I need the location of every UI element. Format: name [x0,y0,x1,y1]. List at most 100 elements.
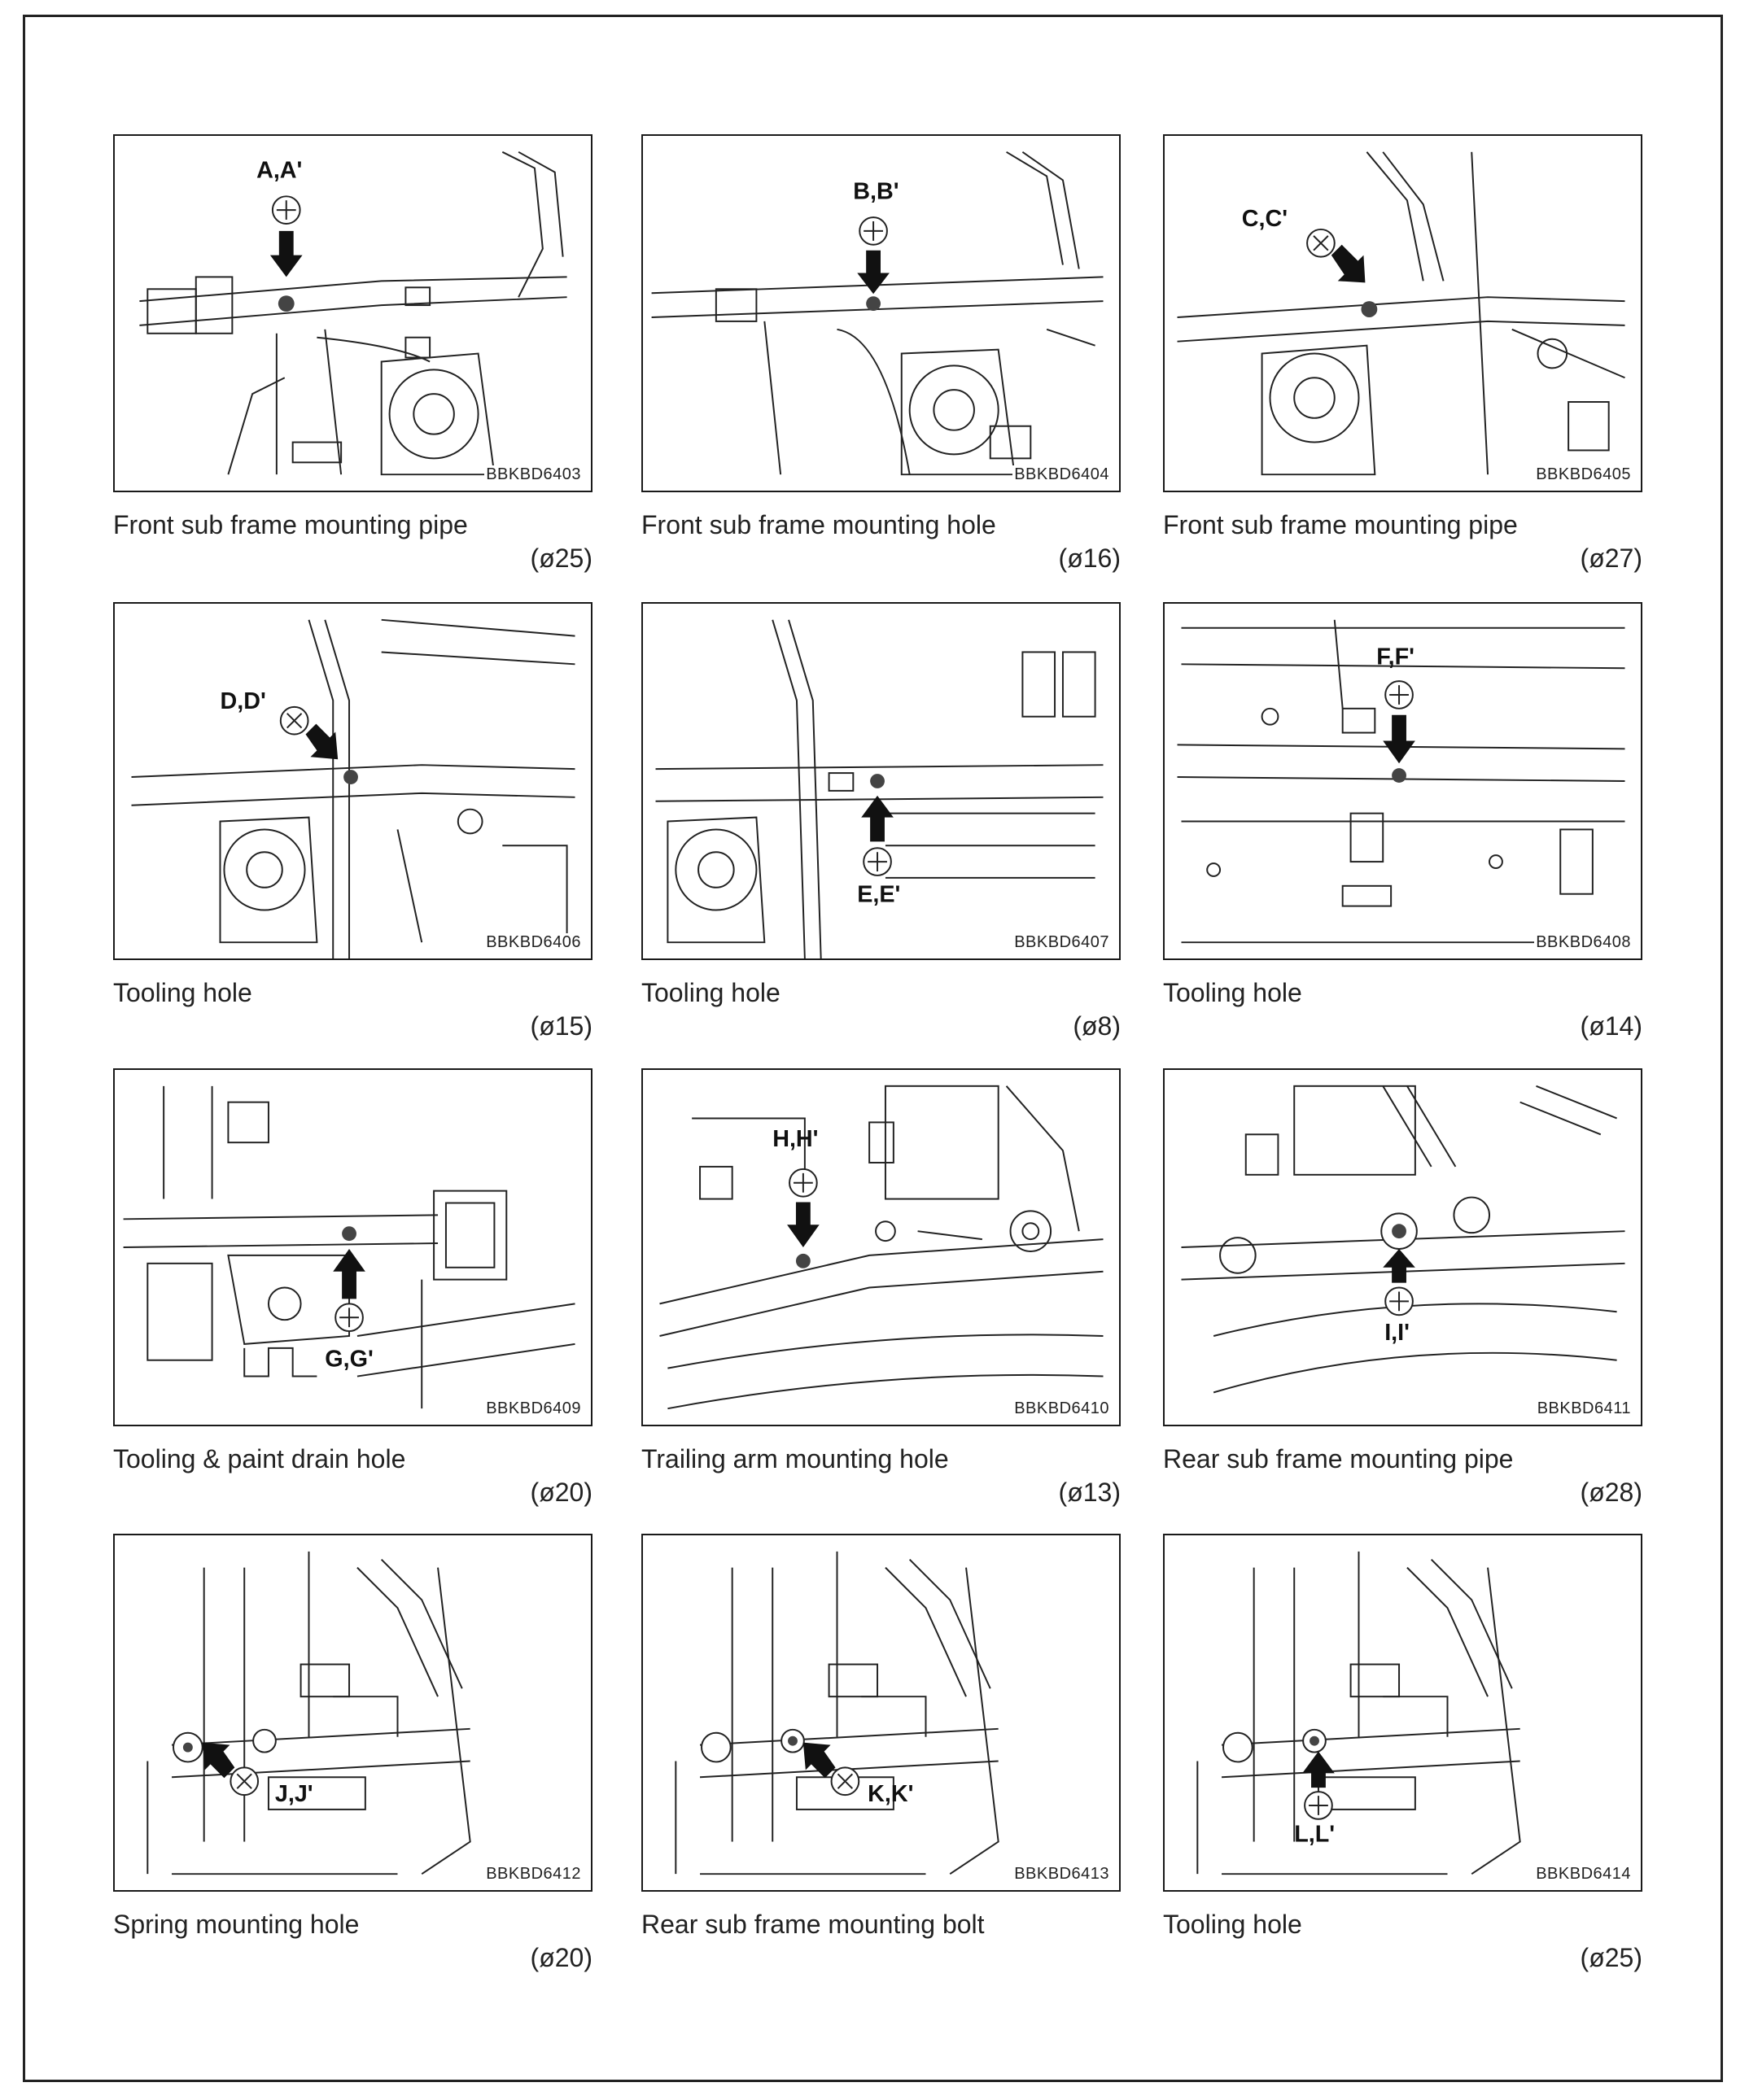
figure-frame: K,K' BBKBD6413 [641,1534,1121,1892]
figure-code: BBKBD6405 [1534,465,1633,484]
arrow-up-icon [1383,1248,1415,1283]
hole-diameter: (ø27) [1580,544,1642,573]
point-label: J,J' [275,1781,313,1807]
figure-description: Tooling hole [1163,978,1302,1007]
arrow-up-icon [1302,1751,1335,1788]
figure-frame: B,B' BBKBD6404 [641,134,1121,492]
figure-frame: A,A' BBKBD6403 [113,134,592,492]
locator-symbol-icon [334,1303,364,1333]
locator-symbol-icon [271,195,301,225]
locator-symbol-icon [789,1168,818,1198]
arrow-diagonal-icon [202,1742,235,1779]
figure-description: Spring mounting hole [113,1910,360,1939]
point-label: D,D' [220,688,265,714]
figure-description: Front sub frame mounting pipe [113,510,468,539]
figure-frame: L,L' BBKBD6414 [1163,1534,1642,1892]
figure-cell: B,B' BBKBD6404 Front sub frame mounting … [641,134,1130,590]
locator-symbol-icon [863,847,892,876]
figure-description: Trailing arm mounting hole [641,1444,949,1473]
figure-frame: G,G' BBKBD6409 [113,1068,592,1426]
point-label: G,G' [325,1347,374,1373]
arrow-diagonal-icon [802,1742,836,1779]
chassis-drawing: A,A' [139,151,567,476]
locator-symbol-icon [1384,1286,1414,1316]
arrow-down-icon [857,250,890,295]
arrow-up-icon [333,1248,365,1299]
figure-frame: I,I' BBKBD6411 [1163,1068,1642,1426]
hole-diameter: (ø25) [1580,1943,1642,1972]
point-label: L,L' [1294,1822,1335,1848]
figure-cell: G,G' BBKBD6409 Tooling & paint drain hol… [113,1068,601,1524]
point-label: B,B' [853,178,899,204]
locator-symbol-icon [859,216,888,246]
chassis-drawing: H,H' [659,1085,1104,1410]
figure-frame: D,D' BBKBD6406 [113,602,592,960]
chassis-drawing: I,I' [1181,1085,1625,1394]
figure-code: BBKBD6407 [1012,933,1111,952]
locator-symbol-icon [279,705,309,736]
point-label: H,H' [772,1126,818,1152]
figure-cell: F,F' BBKBD6408 Tooling hole (ø14) [1163,602,1651,1058]
figure-code: BBKBD6409 [484,1399,583,1418]
figure-code: BBKBD6403 [484,465,583,484]
figure-description: Tooling hole [641,978,780,1007]
arrow-diagonal-icon [1331,244,1366,283]
figure-description: Front sub frame mounting hole [641,510,996,539]
hole-diameter: (ø14) [1580,1011,1642,1041]
figure-code: BBKBD6412 [484,1865,583,1884]
arrow-diagonal-icon [305,723,339,760]
figure-frame: C,C' BBKBD6405 [1163,134,1642,492]
figure-description: Tooling hole [1163,1910,1302,1939]
figure-frame: F,F' BBKBD6408 [1163,602,1642,960]
figure-cell: L,L' BBKBD6414 Tooling hole (ø25) [1163,1534,1651,1989]
figure-description: Tooling & paint drain hole [113,1444,406,1473]
figure-cell: C,C' BBKBD6405 Front sub frame mounting … [1163,134,1651,590]
locator-symbol-icon [1306,228,1336,258]
chassis-drawing: J,J' [146,1551,471,1875]
chassis-drawing: K,K' [675,1551,999,1875]
figure-cell: A,A' BBKBD6403 Front sub frame mounting … [113,134,601,590]
figure-frame: H,H' BBKBD6410 [641,1068,1121,1426]
figure-code: BBKBD6408 [1534,933,1633,952]
figure-description: Tooling hole [113,978,252,1007]
chassis-drawing: G,G' [123,1085,575,1409]
point-label: C,C' [1242,206,1288,232]
locator-symbol-icon [1304,1791,1333,1820]
hole-diameter: (ø28) [1580,1478,1642,1507]
figure-cell: H,H' BBKBD6410 Trailing arm mounting hol… [641,1068,1130,1524]
hole-diameter: (ø20) [530,1478,592,1507]
figure-code: BBKBD6411 [1535,1399,1633,1418]
figure-cell: J,J' BBKBD6412 Spring mounting hole (ø20… [113,1534,601,1989]
figure-cell: K,K' BBKBD6413 Rear sub frame mounting b… [641,1534,1130,1989]
point-label: K,K' [868,1781,913,1807]
figure-cell: D,D' BBKBD6406 Tooling hole (ø15) [113,602,601,1058]
point-label: E,E' [857,882,900,908]
arrow-down-icon [269,230,303,277]
figure-grid: A,A' BBKBD6403 Front sub frame mounting … [113,134,1643,1989]
figure-code: BBKBD6413 [1012,1865,1111,1884]
chassis-drawing: B,B' [651,151,1104,476]
point-label: F,F' [1376,644,1415,670]
hole-diameter: (ø16) [1058,544,1121,573]
chassis-drawing: D,D' [131,618,575,958]
hole-diameter: (ø13) [1058,1478,1121,1507]
arrow-down-icon [1383,714,1415,764]
locator-symbol-icon [1384,680,1414,709]
hole-diameter: (ø25) [530,544,592,573]
hole-diameter: (ø8) [1073,1011,1121,1041]
chassis-drawing: E,E' [655,619,1104,958]
arrow-up-icon [861,795,894,842]
figure-description: Front sub frame mounting pipe [1163,510,1518,539]
figure-code: BBKBD6404 [1012,465,1111,484]
figure-code: BBKBD6406 [484,933,583,952]
locator-symbol-icon [830,1766,860,1797]
figure-code: BBKBD6414 [1534,1865,1633,1884]
figure-cell: I,I' BBKBD6411 Rear sub frame mounting p… [1163,1068,1651,1524]
figure-description: Rear sub frame mounting bolt [641,1910,985,1939]
point-label: A,A' [256,158,302,184]
chassis-drawing: C,C' [1177,151,1625,476]
figure-frame: J,J' BBKBD6412 [113,1534,592,1892]
point-label: I,I' [1384,1320,1410,1346]
chassis-drawing: F,F' [1177,619,1625,944]
figure-frame: E,E' BBKBD6407 [641,602,1121,960]
